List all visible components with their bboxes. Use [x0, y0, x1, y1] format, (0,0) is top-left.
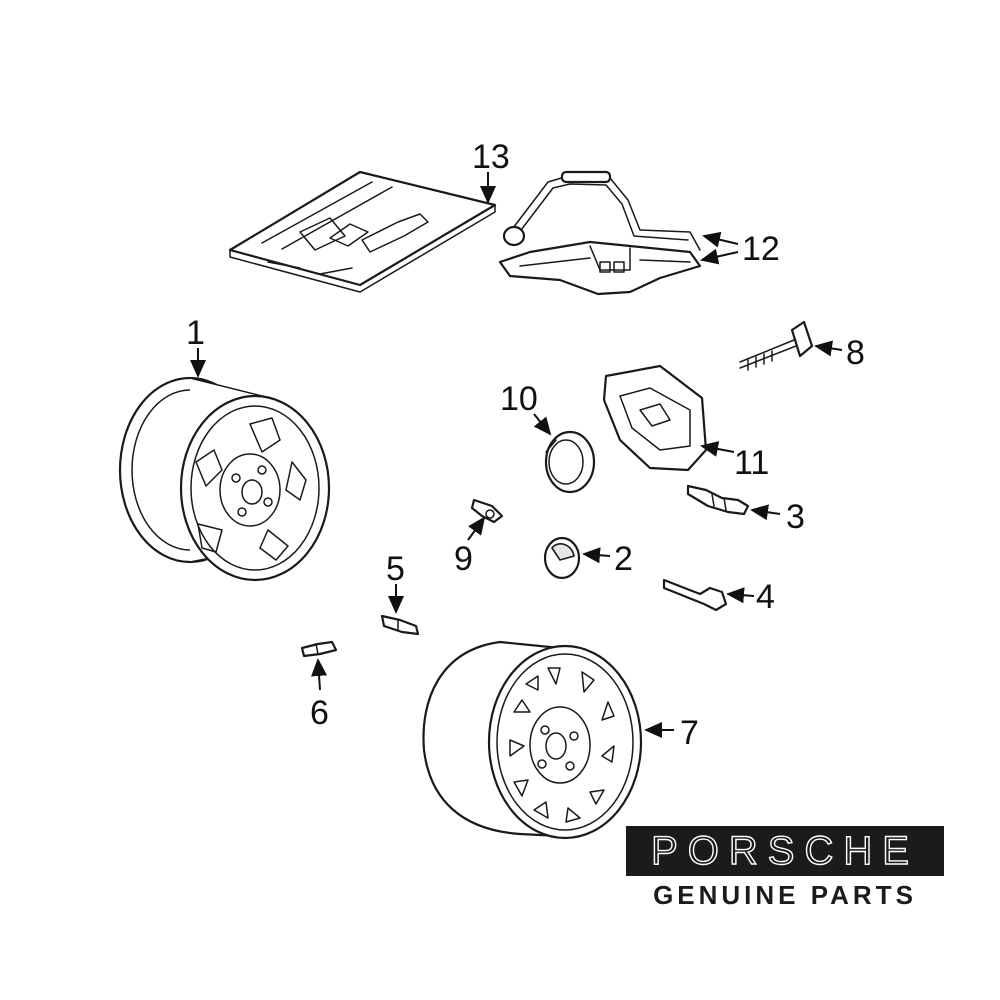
callout-9: 9	[454, 540, 473, 578]
callout-4: 4	[756, 578, 775, 616]
wheel-stud	[380, 614, 420, 636]
wheel-bolt-long	[739, 320, 814, 371]
callout-2: 2	[614, 540, 633, 578]
callout-8: 8	[846, 334, 865, 372]
retaining-clip	[470, 498, 504, 524]
center-cap-large	[544, 430, 596, 494]
callout-12: 12	[742, 230, 780, 268]
valve-cap	[662, 578, 728, 612]
callout-5: 5	[386, 550, 405, 588]
balance-weight	[300, 640, 338, 658]
callout-11: 11	[734, 444, 769, 482]
valve-stem	[686, 484, 750, 516]
logo-wordmark: PORSCHE	[650, 828, 919, 873]
callout-3: 3	[786, 498, 805, 536]
callout-13: 13	[472, 138, 510, 176]
callout-6: 6	[310, 694, 329, 732]
jack-assembly	[498, 170, 702, 296]
callout-labels: 13 12 1 8 10 11 3 9 2 4 5 6 7	[186, 138, 865, 752]
alloy-wheel	[118, 376, 331, 582]
callout-1: 1	[186, 314, 205, 352]
porsche-logo: PORSCHE	[626, 826, 944, 876]
leader-lines	[190, 172, 843, 738]
callout-7: 7	[680, 714, 699, 752]
callout-10: 10	[500, 380, 538, 418]
center-cap-small	[543, 536, 581, 580]
genuine-parts-tagline: GENUINE PARTS	[653, 880, 917, 910]
spare-wheel	[422, 640, 643, 840]
tool-kit-mat	[228, 170, 497, 293]
wheel-well-bracket	[602, 364, 708, 472]
